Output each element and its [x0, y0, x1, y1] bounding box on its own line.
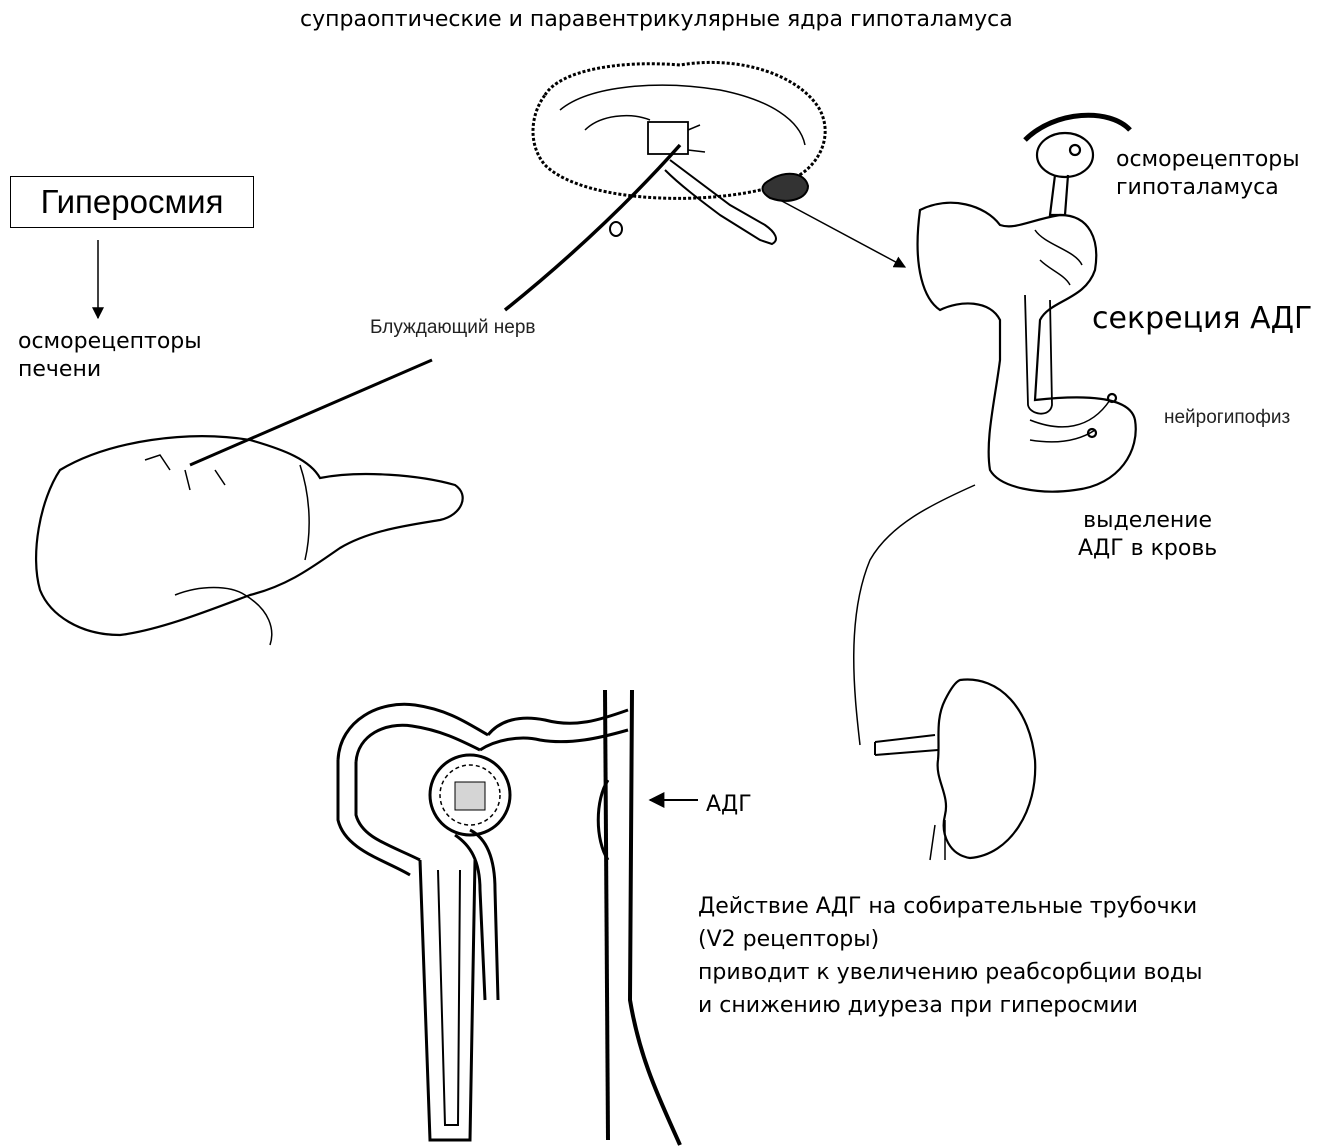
adh-secretion-label: секреция АДГ [1092, 300, 1312, 338]
adh-action-line-3: приводит к увеличению реабсорбции воды [698, 956, 1203, 989]
liver-osmoreceptors-line-1: осморецепторы [18, 328, 202, 356]
adh-arrow-label: АДГ [706, 791, 752, 819]
neurohypophysis-label: нейрогипофиз [1164, 406, 1290, 430]
hyperosmia-box: Гиперосмия [10, 176, 254, 228]
liver-osmoreceptors-line-2: печени [18, 356, 202, 384]
adh-action-line-4: и снижению диуреза при гиперосмии [698, 989, 1203, 1022]
adh-release-line-1: выделение [1078, 507, 1217, 535]
hypothalamus-osmoreceptors-line-1: осморецепторы [1116, 146, 1300, 174]
top-caption: супраоптические и паравентрикулярные ядр… [300, 6, 1013, 34]
hyperosmia-label: Гиперосмия [41, 181, 224, 222]
brain-to-pituitary-arrow [780, 200, 905, 267]
brain-sketch [533, 62, 825, 244]
nephron-sketch [338, 690, 680, 1145]
hypothalamus-osmoreceptors-line-2: гипоталамуса [1116, 174, 1300, 202]
blood-vessel-line [854, 485, 975, 745]
vagus-nerve-line [505, 145, 680, 310]
vagus-nerve-label: Блуждающий нерв [370, 316, 536, 340]
hypothalamus-osmoreceptors-label: осморецепторы гипоталамуса [1116, 146, 1300, 201]
adh-release-line-2: АДГ в кровь [1078, 535, 1217, 563]
adh-release-label: выделение АДГ в кровь [1078, 507, 1217, 562]
kidney-sketch [875, 680, 1035, 860]
liver-sketch [36, 436, 463, 645]
adh-action-text: Действие АДГ на собирательные трубочки (… [698, 890, 1203, 1022]
adh-action-line-1: Действие АДГ на собирательные трубочки [698, 890, 1203, 923]
vagus-nerve-line-lower [190, 360, 432, 465]
adh-action-line-2: (V2 рецепторы) [698, 923, 1203, 956]
liver-osmoreceptors-label: осморецепторы печени [18, 328, 202, 383]
